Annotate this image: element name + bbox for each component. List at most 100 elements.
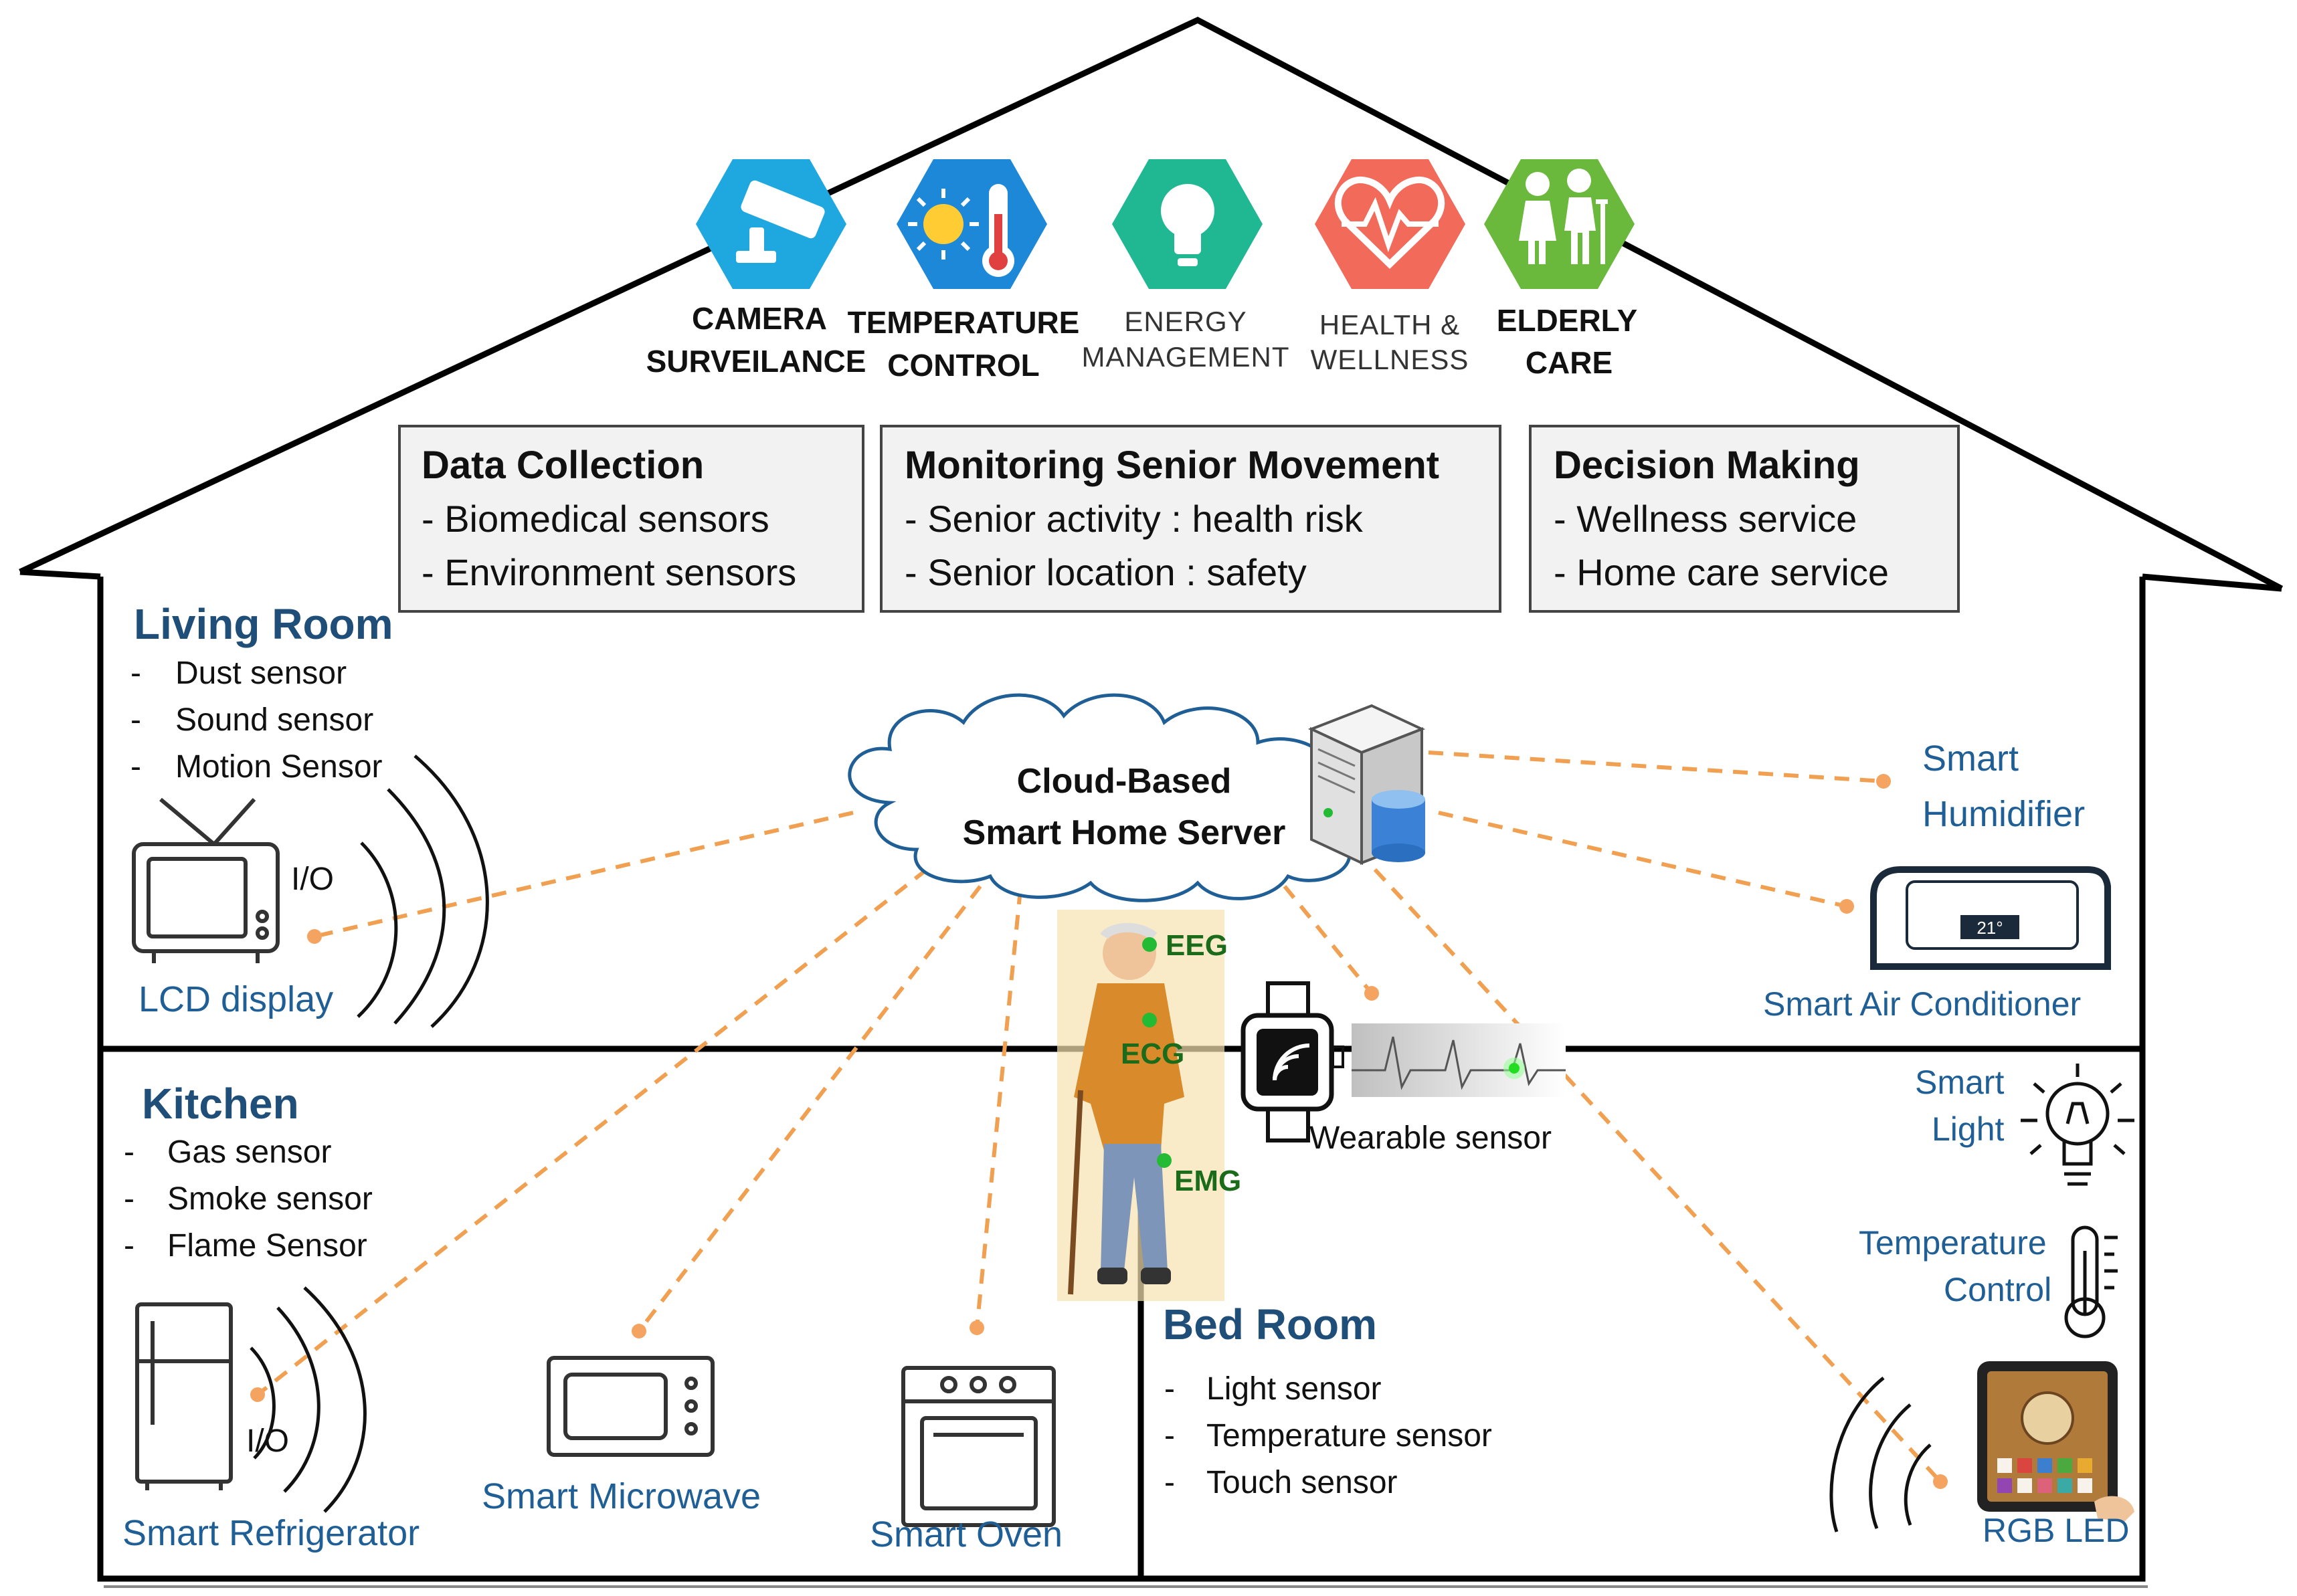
service-elderly: ELDERLY CARE [1484,159,1637,380]
kitchen: Kitchen - Gas sensor - Smoke sensor - Fl… [122,1080,1063,1555]
link-endpoints [250,774,1948,1489]
thermometer-sun-icon [908,184,1014,277]
thermometer-icon [2064,1225,2118,1338]
connection-lines [256,751,1942,1484]
ecg-waveform-icon [1352,1023,1566,1097]
air-conditioner-label: Smart Air Conditioner [1763,985,2081,1023]
sensor-item: Flame Sensor [167,1228,367,1264]
link-lcd [314,811,854,938]
smart-light-label-line1: Smart [1915,1064,2004,1101]
camera-icon [736,180,825,263]
room-title: Kitchen [142,1080,299,1128]
room-title: Bed Room [1163,1300,1377,1349]
box-item: - Senior location : safety [905,551,1307,593]
temperature-control: Temperature Control [1859,1224,2118,1338]
oven-label: Smart Oven [870,1514,1063,1555]
svg-text:-: - [1164,1465,1175,1500]
service-camera: CAMERA SURVEILANCE [646,159,866,379]
service-label-line1: TEMPERATURE [848,305,1080,340]
smart-light-label-line2: Light [1932,1110,2005,1148]
link-wearable [1283,885,1374,995]
room-sensor-list: - Light sensor - Temperature sensor - To… [1164,1371,1492,1500]
link-rgb-led [1373,868,1942,1484]
bed-room: Bed Room - Light sensor - Temperature se… [1163,1300,1492,1500]
service-energy: ENERGY MANAGEMENT [1081,159,1289,373]
link-microwave [637,885,982,1332]
elderly-person: EEG ECG EMG [1057,910,1241,1301]
elderly-couple-icon [1519,169,1608,264]
box-item: - Home care service [1554,551,1889,593]
link-dot [1364,986,1379,1001]
link-oven [975,889,1022,1328]
humidifier: Smart Humidifier [1922,738,2085,834]
link-humidifier [1428,751,1884,783]
room-sensor-list: - Dust sensor - Sound sensor - Motion Se… [130,656,383,785]
svg-text:-: - [130,749,141,785]
svg-text:-: - [124,1228,134,1264]
service-label-line1: ELDERLY [1497,303,1637,338]
box-item: - Senior activity : health risk [905,498,1364,540]
link-air-conditioner [1438,811,1847,908]
link-dot [970,1320,984,1335]
svg-text:-: - [130,702,141,738]
tv-icon [132,797,280,963]
sensor-item: Touch sensor [1206,1465,1398,1500]
humidifier-label-line2: Humidifier [1922,794,2085,834]
humidifier-label-line1: Smart [1922,738,2019,779]
svg-text:-: - [130,656,141,691]
microwave-label: Smart Microwave [482,1476,761,1516]
sensor-item: Sound sensor [175,702,373,738]
sensor-item: Light sensor [1206,1371,1382,1407]
link-dot [1839,899,1854,914]
sensor-dot-ecg [1142,1013,1157,1027]
service-label-line2: SURVEILANCE [646,344,866,379]
sensor-item: Motion Sensor [175,749,383,785]
service-label-line2: MANAGEMENT [1081,341,1289,373]
link-refrigerator [256,868,928,1397]
air-conditioner-icon: 21° [1870,866,2111,970]
box-item: - Biomedical sensors [422,498,769,540]
temperature-control-label-line2: Control [1944,1271,2051,1308]
smartwatch-icon [1241,981,1344,1142]
smart-light: Smart Light [1915,1064,2134,1186]
cloud-server: Cloud-Based Smart Home Server [848,693,1426,902]
svg-text:-: - [124,1181,134,1217]
lightbulb-icon [2021,1064,2134,1186]
cloud-label-line2: Smart Home Server [963,813,1286,852]
wireless-signal-icon [250,1286,367,1513]
box-title: Decision Making [1554,443,1860,487]
microwave-icon [547,1356,715,1457]
service-label-line1: CAMERA [692,301,827,336]
wearable-sensor: Wearable sensor [1241,981,1566,1156]
box-title: Monitoring Senior Movement [905,443,1439,487]
air-conditioner: 21° Smart Air Conditioner [1763,866,2111,1023]
oven-icon [901,1366,1056,1527]
tablet-icon [1977,1361,2134,1522]
box-data-collection: Data Collection - Biomedical sensors - E… [398,425,864,613]
sensor-dot-emg [1157,1153,1172,1168]
sensor-item: Gas sensor [167,1134,331,1170]
temperature-control-label-line1: Temperature [1859,1224,2047,1262]
cloud-label-line1: Cloud-Based [1017,762,1232,801]
service-label-line2: WELLNESS [1311,344,1469,375]
box-title: Data Collection [422,443,704,487]
link-dot [250,1387,265,1402]
person-icon [1068,922,1184,1295]
heart-pulse-icon [1334,176,1445,269]
lcd-display-label: LCD display [139,979,333,1019]
wireless-signal-icon [357,755,489,1028]
link-dot [1876,774,1891,789]
service-label-line1: ENERGY [1124,306,1247,337]
service-label-line1: HEALTH & [1319,309,1460,340]
svg-text:-: - [124,1134,134,1170]
sensor-item: Dust sensor [175,656,347,691]
refrigerator-label: Smart Refrigerator [122,1513,420,1553]
signal-label-ecg: ECG [1121,1037,1184,1070]
service-hexagon [696,159,846,289]
svg-text:-: - [1164,1418,1175,1454]
service-label-line2: CARE [1526,345,1613,380]
rgb-led-label: RGB LED [1983,1512,2130,1549]
sensor-item: Smoke sensor [167,1181,373,1217]
room-title: Living Room [134,600,393,648]
service-health: HEALTH & WELLNESS [1311,159,1469,375]
